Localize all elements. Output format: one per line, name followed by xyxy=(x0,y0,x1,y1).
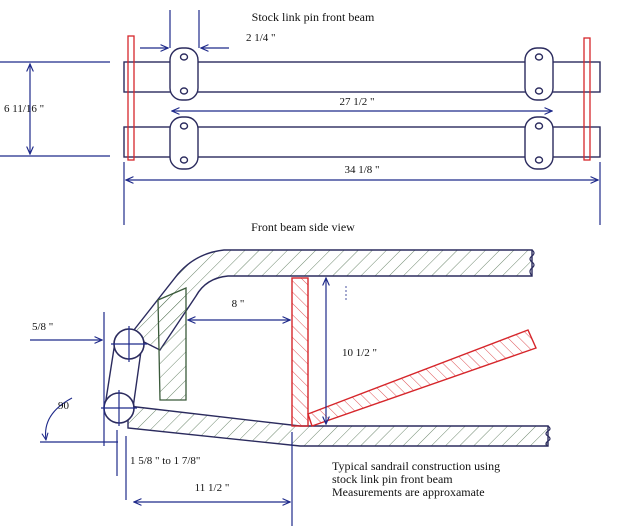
dim-inner-span-label: 27 1/2 " xyxy=(339,96,374,108)
dim-inset-label: 8 " xyxy=(232,298,245,310)
dim-pin-width: 2 1/4 " xyxy=(140,10,276,48)
dim-inner-span: 27 1/2 " xyxy=(172,96,552,111)
dim-length: 11 1/2 " xyxy=(134,432,293,526)
dim-height-label: 6 11/16 " xyxy=(4,103,44,115)
dim-angle-label: 90 xyxy=(58,400,70,412)
red-vertical-brace xyxy=(291,277,309,427)
right-upper-boss xyxy=(524,47,554,101)
link-pin-tubes xyxy=(101,326,147,426)
dim-pin-width-label: 2 1/4 " xyxy=(246,32,276,44)
left-end-plate xyxy=(127,35,135,161)
upper-rail xyxy=(128,249,533,351)
construction-notes: Typical sandrail construction using stoc… xyxy=(332,459,500,499)
side-view: Front beam side view 5/8 " xyxy=(30,220,551,526)
dim-length-label: 11 1/2 " xyxy=(195,482,230,494)
side-view-title: Front beam side view xyxy=(251,220,355,234)
dim-inset: 8 " xyxy=(188,298,290,320)
lower-beam-tube xyxy=(123,126,601,158)
lower-rail-break xyxy=(545,425,551,447)
dim-angle: 90 xyxy=(40,397,118,443)
left-upper-boss xyxy=(169,47,199,101)
right-lower-boss xyxy=(524,116,554,170)
dim-outer-span-label: 34 1/8 " xyxy=(344,164,379,176)
dim-tube-gap-label: 5/8 " xyxy=(32,321,53,333)
front-post xyxy=(157,287,187,401)
dim-rise-label: 10 1/2 " xyxy=(342,347,377,359)
top-view: Stock link pin front beam xyxy=(0,10,601,225)
dim-height: 6 11/16 " xyxy=(0,61,110,157)
top-view-title: Stock link pin front beam xyxy=(252,10,375,24)
note-line-1: Typical sandrail construction using xyxy=(332,459,500,473)
left-lower-boss xyxy=(169,116,199,170)
upper-beam-tube xyxy=(123,61,601,93)
dim-rise: 10 1/2 " xyxy=(326,278,377,424)
dim-offset-label: 1 5/8 " to 1 7/8" xyxy=(130,455,200,467)
upper-rail-break xyxy=(529,249,535,277)
right-end-plate xyxy=(583,37,591,161)
dim-offset: 1 5/8 " to 1 7/8" xyxy=(116,430,200,500)
note-line-2: stock link pin front beam xyxy=(332,472,453,486)
dim-outer-span: 34 1/8 " xyxy=(123,162,601,225)
note-line-3: Measurements are approxamate xyxy=(332,485,485,499)
red-diagonal-brace xyxy=(307,329,537,427)
dim-tube-gap: 5/8 " xyxy=(30,312,105,446)
